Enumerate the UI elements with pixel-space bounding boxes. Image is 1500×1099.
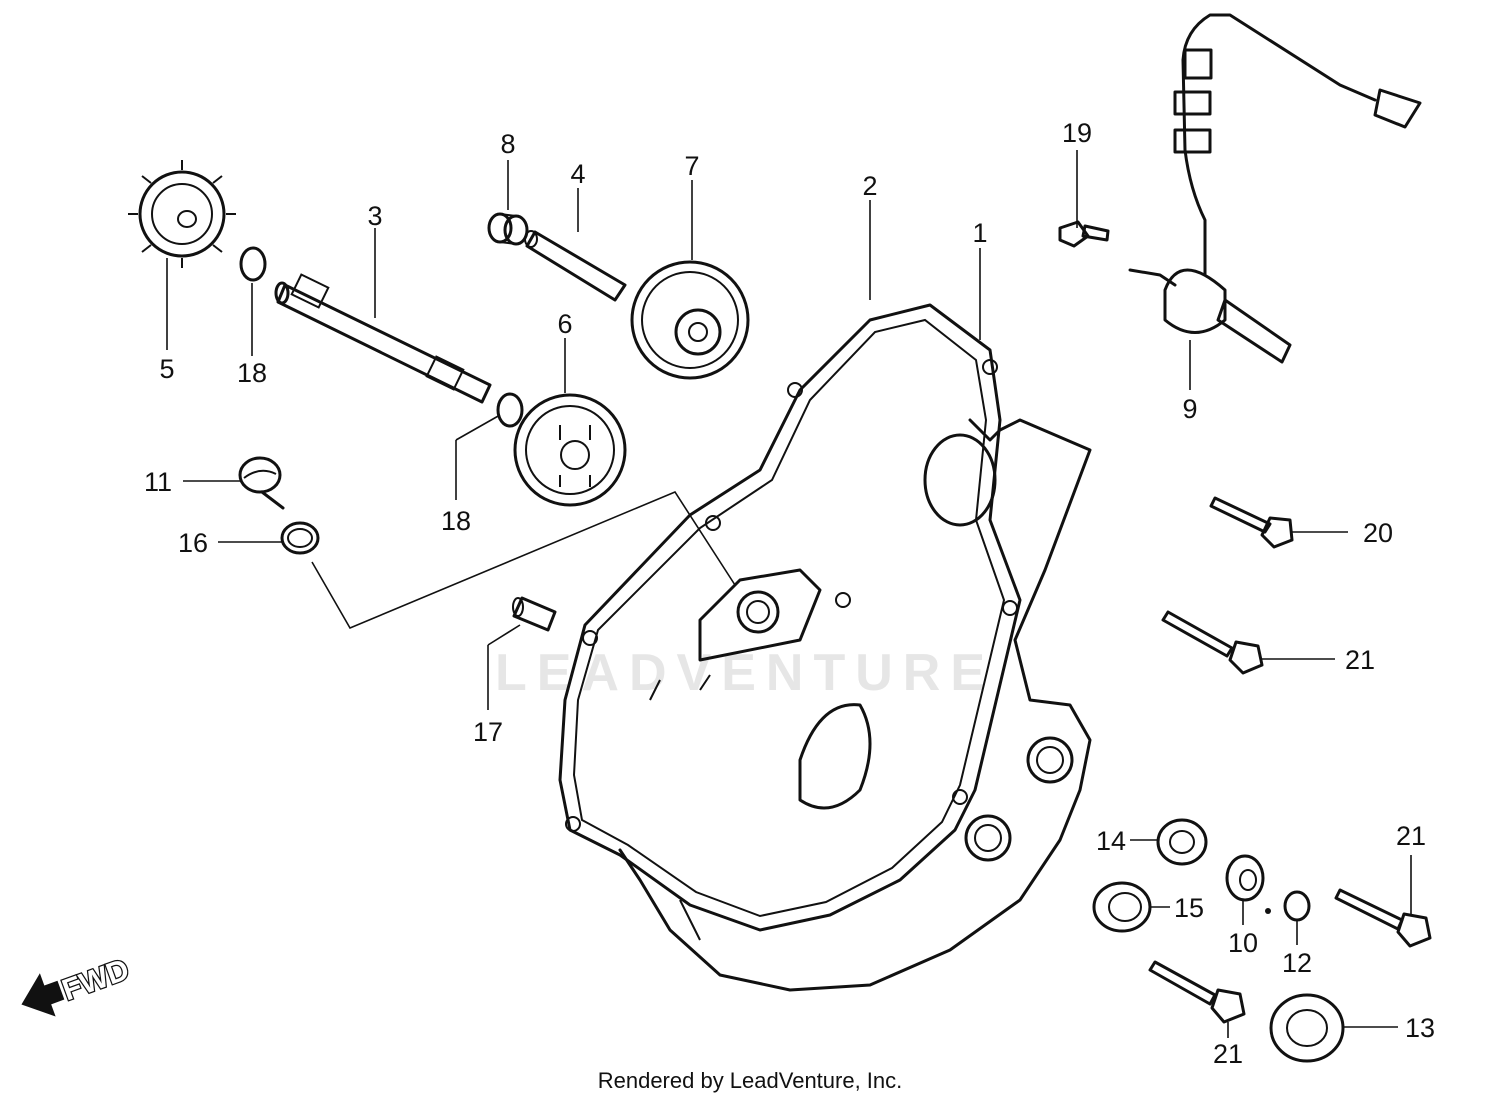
part-19-bolt[interactable] <box>1058 220 1110 248</box>
part-18-circlip-lower[interactable] <box>496 392 524 428</box>
part-5-gear[interactable] <box>128 160 236 268</box>
callout-11[interactable]: 11 <box>144 467 172 497</box>
callout-21-right[interactable]: 21 <box>1345 645 1375 675</box>
part-11-plug[interactable] <box>238 456 285 510</box>
part-1-crankcase-cover[interactable] <box>618 418 1092 992</box>
callouts: 1 2 3 4 5 6 7 8 9 10 11 12 13 14 15 16 1… <box>144 118 1435 1069</box>
part-6-gear[interactable] <box>513 393 627 507</box>
part-21-bolt-lower-right[interactable] <box>1334 888 1432 948</box>
part-10-collar[interactable] <box>1225 854 1265 902</box>
callout-17[interactable]: 17 <box>473 717 503 747</box>
callout-13[interactable]: 13 <box>1405 1013 1435 1043</box>
part-21-bolt-right[interactable] <box>1161 610 1264 675</box>
callout-3[interactable]: 3 <box>367 201 382 231</box>
part-7-gear[interactable] <box>630 260 750 380</box>
fwd-label: FWD <box>58 953 133 1007</box>
callout-15[interactable]: 15 <box>1174 893 1204 923</box>
part-18-circlip-upper[interactable] <box>239 246 267 282</box>
watermark: LEADVENTURE <box>495 644 995 702</box>
callout-14[interactable]: 14 <box>1096 826 1126 856</box>
callout-20[interactable]: 20 <box>1363 518 1393 548</box>
callout-9[interactable]: 9 <box>1182 394 1197 424</box>
leader-lines <box>166 150 1412 1038</box>
part-16-o-ring[interactable] <box>280 521 320 555</box>
callout-8[interactable]: 8 <box>500 129 515 159</box>
callout-7[interactable]: 7 <box>684 151 699 181</box>
callout-2[interactable]: 2 <box>862 171 877 201</box>
part-9-switch-assembly[interactable] <box>1128 13 1422 364</box>
callout-6[interactable]: 6 <box>557 309 572 339</box>
part-14-bearing[interactable] <box>1156 818 1208 866</box>
part-8-collar[interactable] <box>487 212 529 246</box>
callout-10[interactable]: 10 <box>1228 928 1258 958</box>
callout-1[interactable]: 1 <box>972 218 987 248</box>
callout-12[interactable]: 12 <box>1282 948 1312 978</box>
part-2-gasket[interactable] <box>558 303 1022 932</box>
part-21-bolt-bottom[interactable] <box>1148 960 1246 1024</box>
part-15-seal[interactable] <box>1092 881 1152 933</box>
callout-18-lower[interactable]: 18 <box>441 506 471 536</box>
part-3-shaft[interactable] <box>274 273 492 404</box>
callout-18-upper[interactable]: 18 <box>237 358 267 388</box>
footer-credit: Rendered by LeadVenture, Inc. <box>598 1068 903 1093</box>
callout-16[interactable]: 16 <box>178 528 208 558</box>
callout-5[interactable]: 5 <box>159 354 174 384</box>
connector-line <box>311 491 736 630</box>
part-17-dowel[interactable] <box>512 596 557 632</box>
callout-21-lower-right[interactable]: 21 <box>1396 821 1426 851</box>
callout-4[interactable]: 4 <box>570 159 585 189</box>
part-4-pin[interactable] <box>524 230 627 302</box>
part-13-oil-seal[interactable] <box>1269 993 1345 1063</box>
part-12-clip[interactable] <box>1265 890 1311 922</box>
callout-19[interactable]: 19 <box>1062 118 1092 148</box>
part-20-bolt[interactable] <box>1209 496 1294 549</box>
callout-21-bottom[interactable]: 21 <box>1213 1039 1243 1069</box>
fwd-arrow-icon: FWD <box>21 952 135 1017</box>
